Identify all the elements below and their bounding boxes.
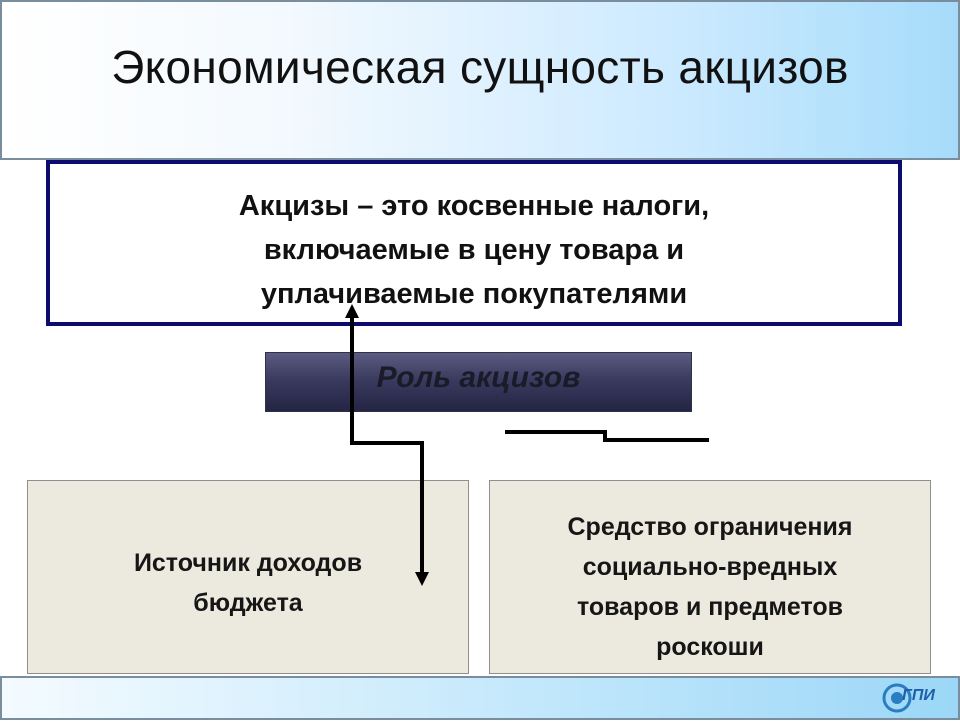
arrowhead-up-icon <box>345 304 359 318</box>
restriction-line-3: товаров и предметов <box>576 593 844 621</box>
definition-line-1: Акцизы – это косвенные налоги, <box>238 190 710 222</box>
definition-box: Акцизы – это косвенные налоги, включаемы… <box>46 160 902 326</box>
definition-text: Акцизы – это косвенные налоги, включаемы… <box>50 184 898 316</box>
definition-line-3: уплачиваемые покупателями <box>260 278 688 310</box>
definition-line-2: включаемые в цену товара и <box>263 234 685 266</box>
budget-revenue-card: Источник доходов бюджета <box>27 480 469 674</box>
slide-title: Экономическая сущность акцизов <box>111 41 849 93</box>
budget-revenue-line-1: Источник доходов <box>133 549 363 577</box>
restriction-card: Средство ограничения социально-вредных т… <box>489 480 931 674</box>
step-line-connector <box>505 430 709 442</box>
role-label: Роль акцизов <box>376 361 581 394</box>
arrowhead-down-icon <box>415 572 429 586</box>
logo-emblem-icon <box>882 683 912 713</box>
restriction-line-4: роскоши <box>656 633 764 661</box>
restriction-line-2: социально-вредных <box>582 553 838 581</box>
role-box: Роль акцизов <box>265 352 692 412</box>
title-bar: Экономическая сущность акцизов <box>0 0 960 160</box>
restriction-line-1: Средство ограничения <box>567 513 853 541</box>
restriction-text: Средство ограничения социально-вредных т… <box>490 507 930 667</box>
budget-revenue-line-2: бюджета <box>193 589 303 617</box>
logo-text: ГПИ <box>902 687 935 704</box>
footer-bar <box>0 676 960 720</box>
budget-revenue-text: Источник доходов бюджета <box>28 543 468 623</box>
logo: ГПИ <box>880 678 936 716</box>
double-arrow-connector <box>345 304 429 586</box>
